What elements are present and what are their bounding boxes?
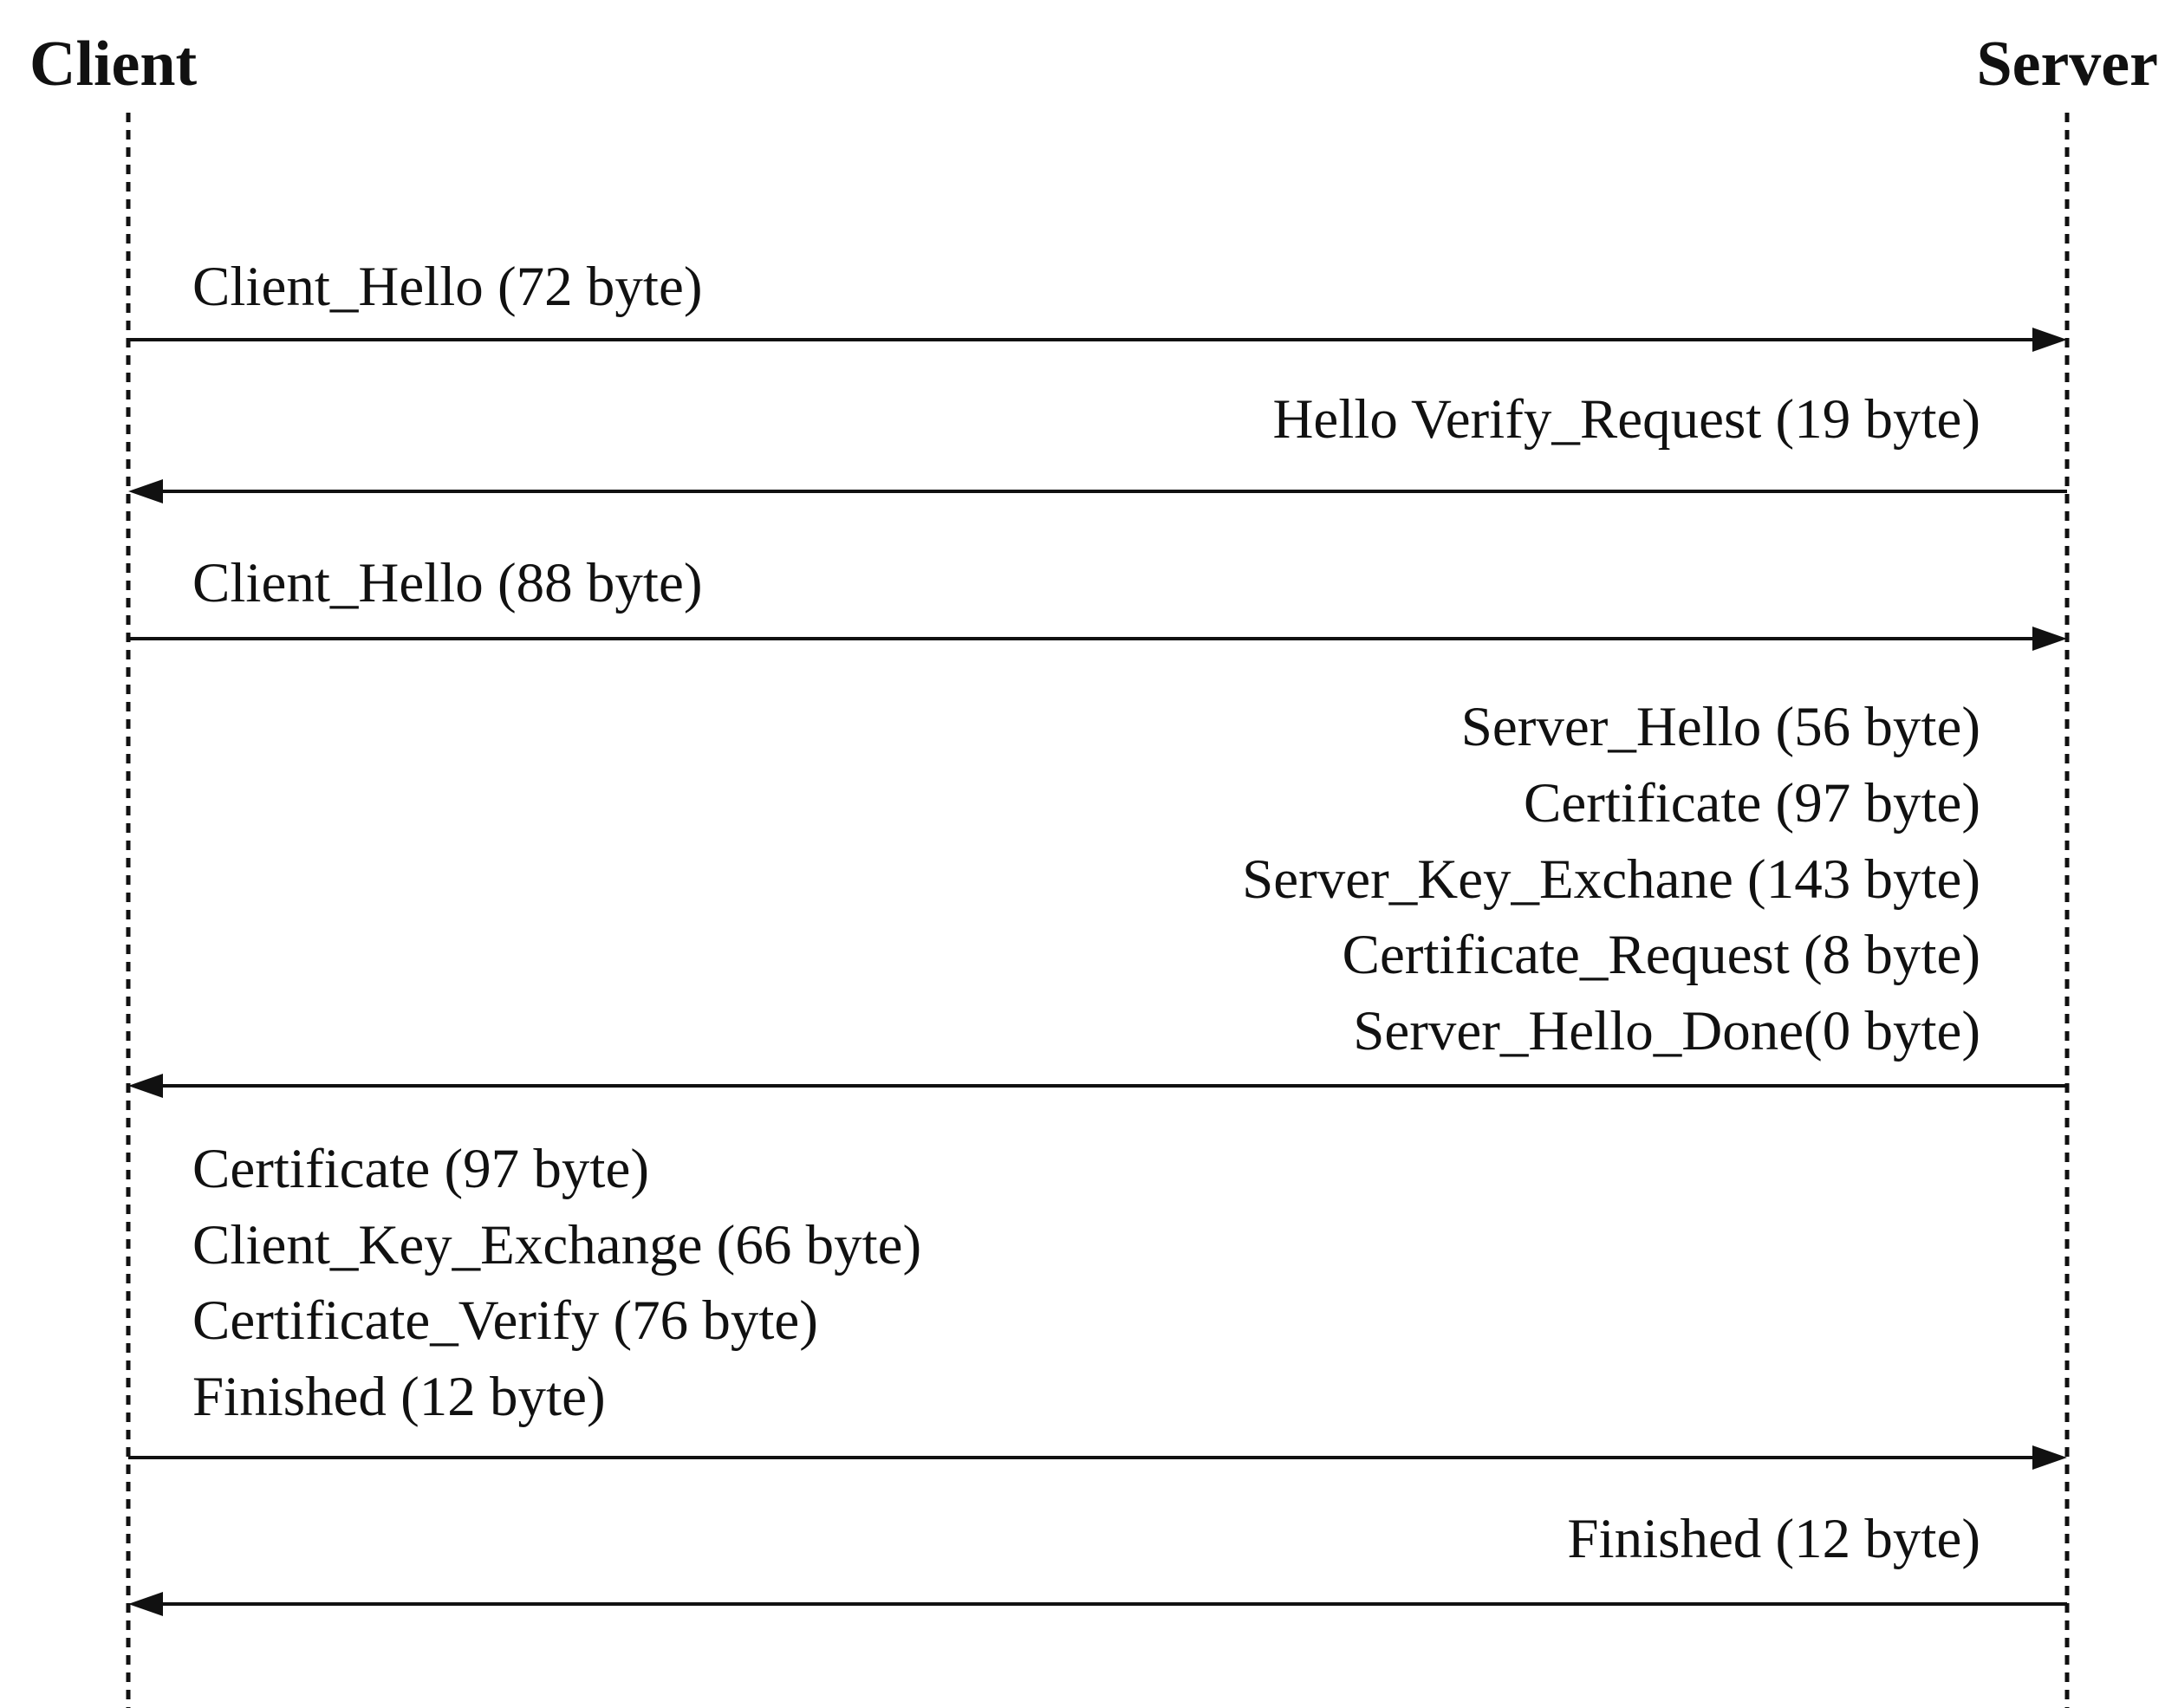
arrowhead-right [2032, 1445, 2067, 1470]
message-hello-verify-request: Hello Verify_Request (19 byte) [128, 388, 2067, 503]
message-label: Server_Hello_Done(0 byte) [1353, 1000, 1980, 1062]
message-label: Server_Key_Exchane (143 byte) [1242, 848, 1980, 911]
message-label: Certificate_Verify (76 byte) [192, 1289, 818, 1352]
message-label: Certificate_Request (8 byte) [1343, 924, 1980, 986]
message-client-hello-2: Client_Hello (88 byte) [128, 552, 2067, 651]
message-label: Client_Hello (72 byte) [192, 256, 703, 318]
message-label: Client_Key_Exchange (66 byte) [192, 1214, 921, 1276]
message-server-hello-flight: Server_Hello (56 byte) Certificate (97 b… [128, 696, 2067, 1098]
message-label: Client_Hello (88 byte) [192, 552, 703, 614]
message-server-finished: Finished (12 byte) [128, 1508, 2067, 1616]
arrowhead-left [128, 1592, 163, 1616]
message-label: Certificate (97 byte) [1524, 772, 1980, 835]
arrowhead-left [128, 1074, 163, 1098]
message-label: Hello Verify_Request (19 byte) [1272, 388, 1980, 451]
message-label: Finished (12 byte) [1567, 1508, 1980, 1570]
client-header: Client [29, 29, 198, 100]
server-header: Server [1976, 29, 2158, 100]
arrowhead-right [2032, 328, 2067, 352]
message-client-key-flight: Certificate (97 byte) Client_Key_Exchang… [128, 1138, 2067, 1470]
message-label: Server_Hello (56 byte) [1461, 696, 1980, 758]
arrowhead-left [128, 479, 163, 503]
message-label: Certificate (97 byte) [192, 1138, 649, 1200]
arrowhead-right [2032, 627, 2067, 651]
message-label: Finished (12 byte) [192, 1366, 606, 1428]
message-client-hello-1: Client_Hello (72 byte) [128, 256, 2067, 352]
